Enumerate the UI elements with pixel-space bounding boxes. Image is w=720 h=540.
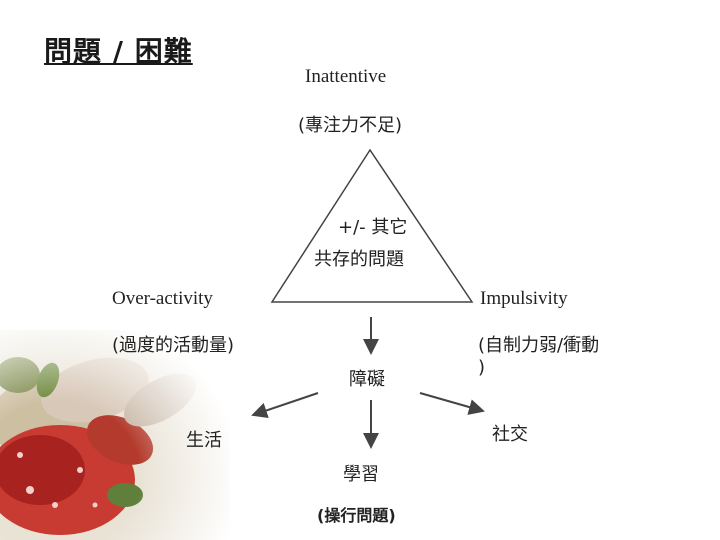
impulsivity-chinese-label-line2: ) [478,357,485,378]
obstacle-label: 障礙 [349,365,385,391]
impulsivity-label: Impulsivity [480,288,568,310]
learning-label: 學習 [343,460,379,486]
center-label-line2: 共存的問題 [314,245,404,271]
overactivity-chinese-label: (過度的活動量) [112,331,234,357]
center-label-line1: +/- 其它 [338,213,407,239]
page-title: 問題 / 困難 [44,30,193,70]
overactivity-label: Over-activity [112,288,213,310]
impulsivity-chinese-label-line1: (自制力弱/衝動 [478,331,599,357]
inattentive-chinese-label: (專注力不足) [298,111,402,137]
life-label: 生活 [186,426,222,452]
arrow-to-social [420,393,483,411]
behavior-problem-label: (操行問題) [317,502,396,526]
social-label: 社交 [492,420,528,446]
inattentive-label: Inattentive [305,66,386,88]
arrow-to-life [253,393,318,415]
